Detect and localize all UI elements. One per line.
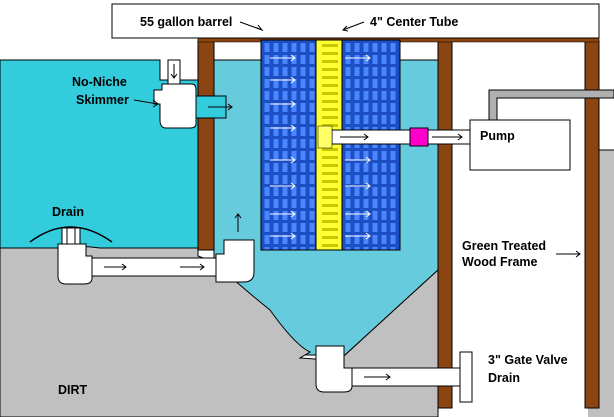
gate-valve-label-line2: Drain — [488, 371, 520, 385]
wood-post-left — [197, 39, 215, 251]
wood-post-center — [437, 39, 453, 409]
skimmer-label-line1: No-Niche — [72, 75, 127, 89]
center-tube-highlight — [317, 125, 333, 149]
pump-label: Pump — [480, 129, 515, 143]
skimmer-elbow — [153, 83, 197, 129]
frame-label-line2: Wood Frame — [462, 255, 538, 269]
filter-flow-arrows — [270, 54, 371, 240]
center-tube-label: 4" Center Tube — [370, 15, 458, 29]
pump — [469, 119, 571, 171]
gate-valve — [459, 351, 473, 403]
barrel-label: 55 gallon barrel — [140, 15, 232, 29]
check-valve — [409, 127, 429, 147]
skimmer-label-line2: Skimmer — [76, 93, 129, 107]
bottom-drain-throat — [61, 227, 81, 245]
drain-elbow — [57, 243, 93, 285]
dirt-label: DIRT — [58, 383, 88, 397]
drain-label: Drain — [52, 205, 84, 219]
header-bar — [111, 3, 600, 39]
bottom-drain-dome — [29, 226, 113, 243]
drain-riser-elbow — [215, 239, 255, 283]
gate-valve-label-line1: 3" Gate Valve — [488, 353, 568, 367]
pump-discharge-pipe — [488, 89, 614, 121]
frame-label-line1: Green Treated — [462, 239, 546, 253]
